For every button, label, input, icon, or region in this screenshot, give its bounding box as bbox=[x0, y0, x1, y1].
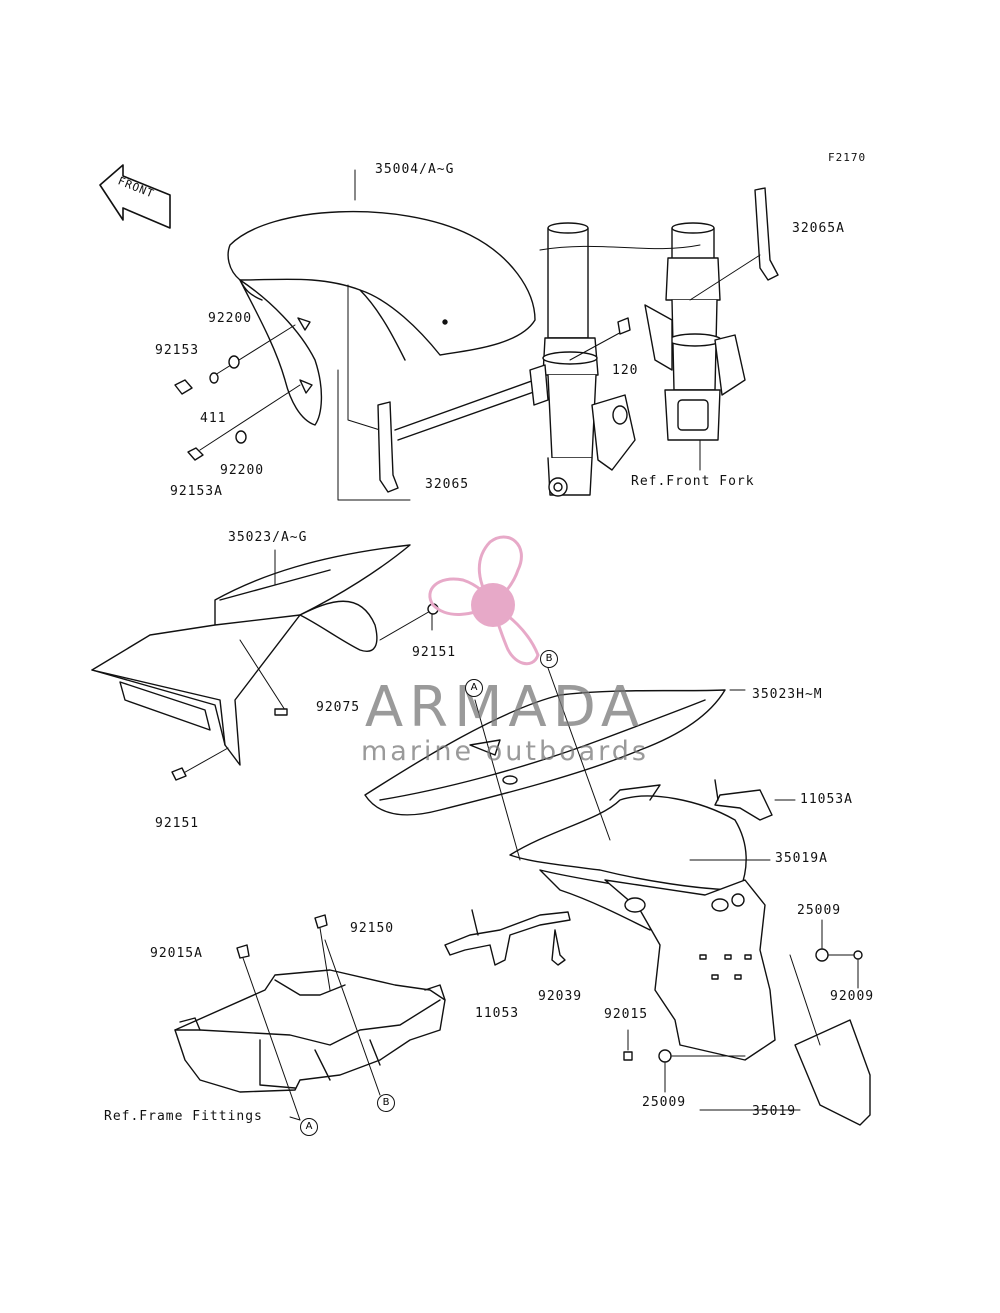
fender-brace bbox=[377, 377, 546, 493]
part-35004: 35004/A~G bbox=[375, 162, 455, 177]
marker-b-bottom: B bbox=[377, 1094, 395, 1112]
part-32065: 32065 bbox=[425, 477, 470, 492]
part-92150: 92150 bbox=[350, 921, 395, 936]
screw-92151-left bbox=[171, 767, 187, 781]
marker-b-top: B bbox=[540, 650, 558, 668]
ref-frame-fittings: Ref.Frame Fittings bbox=[104, 1109, 263, 1124]
marker-a-top: A bbox=[465, 679, 483, 697]
part-25009-top: 25009 bbox=[797, 903, 842, 918]
part-92153A: 92153A bbox=[170, 484, 223, 499]
under-tray-hardware bbox=[236, 914, 381, 1121]
part-120: 120 bbox=[612, 363, 639, 378]
fender-bolts bbox=[174, 355, 247, 461]
bracket-11053A bbox=[714, 779, 796, 821]
part-92009: 92009 bbox=[830, 989, 875, 1004]
watermark: ARMADA marine outboards bbox=[340, 675, 670, 767]
part-35019A: 35019A bbox=[775, 851, 828, 866]
part-35023H-M: 35023H~M bbox=[752, 687, 823, 702]
marker-a-bottom: A bbox=[300, 1118, 318, 1136]
part-35019: 35019 bbox=[752, 1104, 797, 1119]
part-32065A: 32065A bbox=[792, 221, 845, 236]
cowl-leader-lines bbox=[179, 549, 433, 776]
bracket-11053 bbox=[444, 909, 571, 966]
rear-hardware bbox=[623, 919, 863, 1093]
part-92153: 92153 bbox=[155, 343, 200, 358]
side-cover bbox=[364, 689, 726, 816]
part-92200-top: 92200 bbox=[208, 311, 253, 326]
clip-92075 bbox=[274, 708, 288, 716]
front-fork-left bbox=[529, 222, 636, 497]
part-92151-left: 92151 bbox=[155, 816, 200, 831]
fender-leader-lines bbox=[199, 169, 411, 501]
part-92200-bottom: 92200 bbox=[220, 463, 265, 478]
connector-lines bbox=[474, 667, 801, 1111]
part-92151-right: 92151 bbox=[412, 645, 457, 660]
part-11053A: 11053A bbox=[800, 792, 853, 807]
front-fender bbox=[227, 210, 536, 426]
part-92015A: 92015A bbox=[150, 946, 203, 961]
watermark-subtitle: marine outboards bbox=[360, 736, 649, 767]
part-92039: 92039 bbox=[538, 989, 583, 1004]
part-11053: 11053 bbox=[475, 1006, 520, 1021]
front-fork-right bbox=[644, 187, 779, 441]
figure-code: F2170 bbox=[828, 151, 867, 164]
part-35023: 35023/A~G bbox=[228, 530, 308, 545]
mud-flap bbox=[789, 954, 871, 1126]
front-arrow-icon bbox=[99, 164, 171, 229]
ref-front-fork: Ref.Front Fork bbox=[631, 474, 755, 489]
under-tray bbox=[174, 969, 446, 1093]
rear-fender-upper bbox=[509, 784, 776, 1061]
part-411: 411 bbox=[200, 411, 227, 426]
part-25009-bottom: 25009 bbox=[642, 1095, 687, 1110]
part-92015: 92015 bbox=[604, 1007, 649, 1022]
part-92075: 92075 bbox=[316, 700, 361, 715]
watermark-title: ARMADA bbox=[364, 675, 646, 740]
fork-top-line bbox=[539, 244, 701, 251]
propeller-logo-icon bbox=[428, 535, 540, 666]
